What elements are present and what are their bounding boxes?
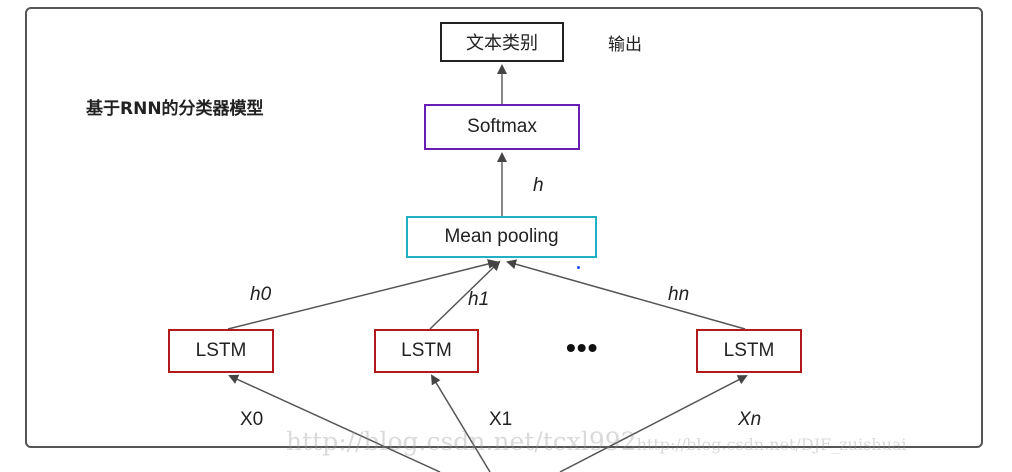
hidden-state-h1: h1	[468, 289, 490, 310]
lstm-box-0: LSTM	[168, 329, 274, 373]
lstm-box-1: LSTM	[374, 329, 479, 373]
arrow-lstm0-to-pool	[227, 259, 498, 330]
output-box: 文本类别	[440, 22, 564, 62]
input-xn: Xn	[738, 409, 762, 430]
mean-pooling-box: Mean pooling	[406, 216, 597, 258]
hidden-label: h	[533, 175, 544, 196]
watermark-small: http://blog.csdn.net/DJF_zuishuai	[636, 435, 907, 454]
ellipsis-dots: •••	[566, 332, 599, 363]
diagram-title: 基于RNN的分类器模型	[86, 99, 264, 119]
arrow-lstm1-to-pool	[429, 260, 501, 330]
hidden-state-hn: hn	[668, 284, 690, 305]
input-x1: X1	[489, 409, 513, 430]
hidden-state-h0: h0	[250, 284, 272, 305]
watermark-main: http://blog.csdn.net/tcxl992	[286, 427, 637, 456]
lstm-box-n: LSTM	[696, 329, 802, 373]
output-label: 输出	[608, 35, 642, 55]
arrow-lstm2-to-pool	[506, 259, 746, 330]
stray-dot	[577, 266, 580, 269]
arrow-input-to-lstm2	[559, 375, 748, 472]
arrow-input-to-lstm1	[430, 374, 491, 472]
watermark: http://blog.csdn.net/tcxl992http://blog.…	[286, 427, 907, 456]
input-x0: X0	[240, 409, 264, 430]
softmax-box: Softmax	[424, 104, 580, 150]
arrow-input-to-lstm0	[228, 374, 441, 472]
